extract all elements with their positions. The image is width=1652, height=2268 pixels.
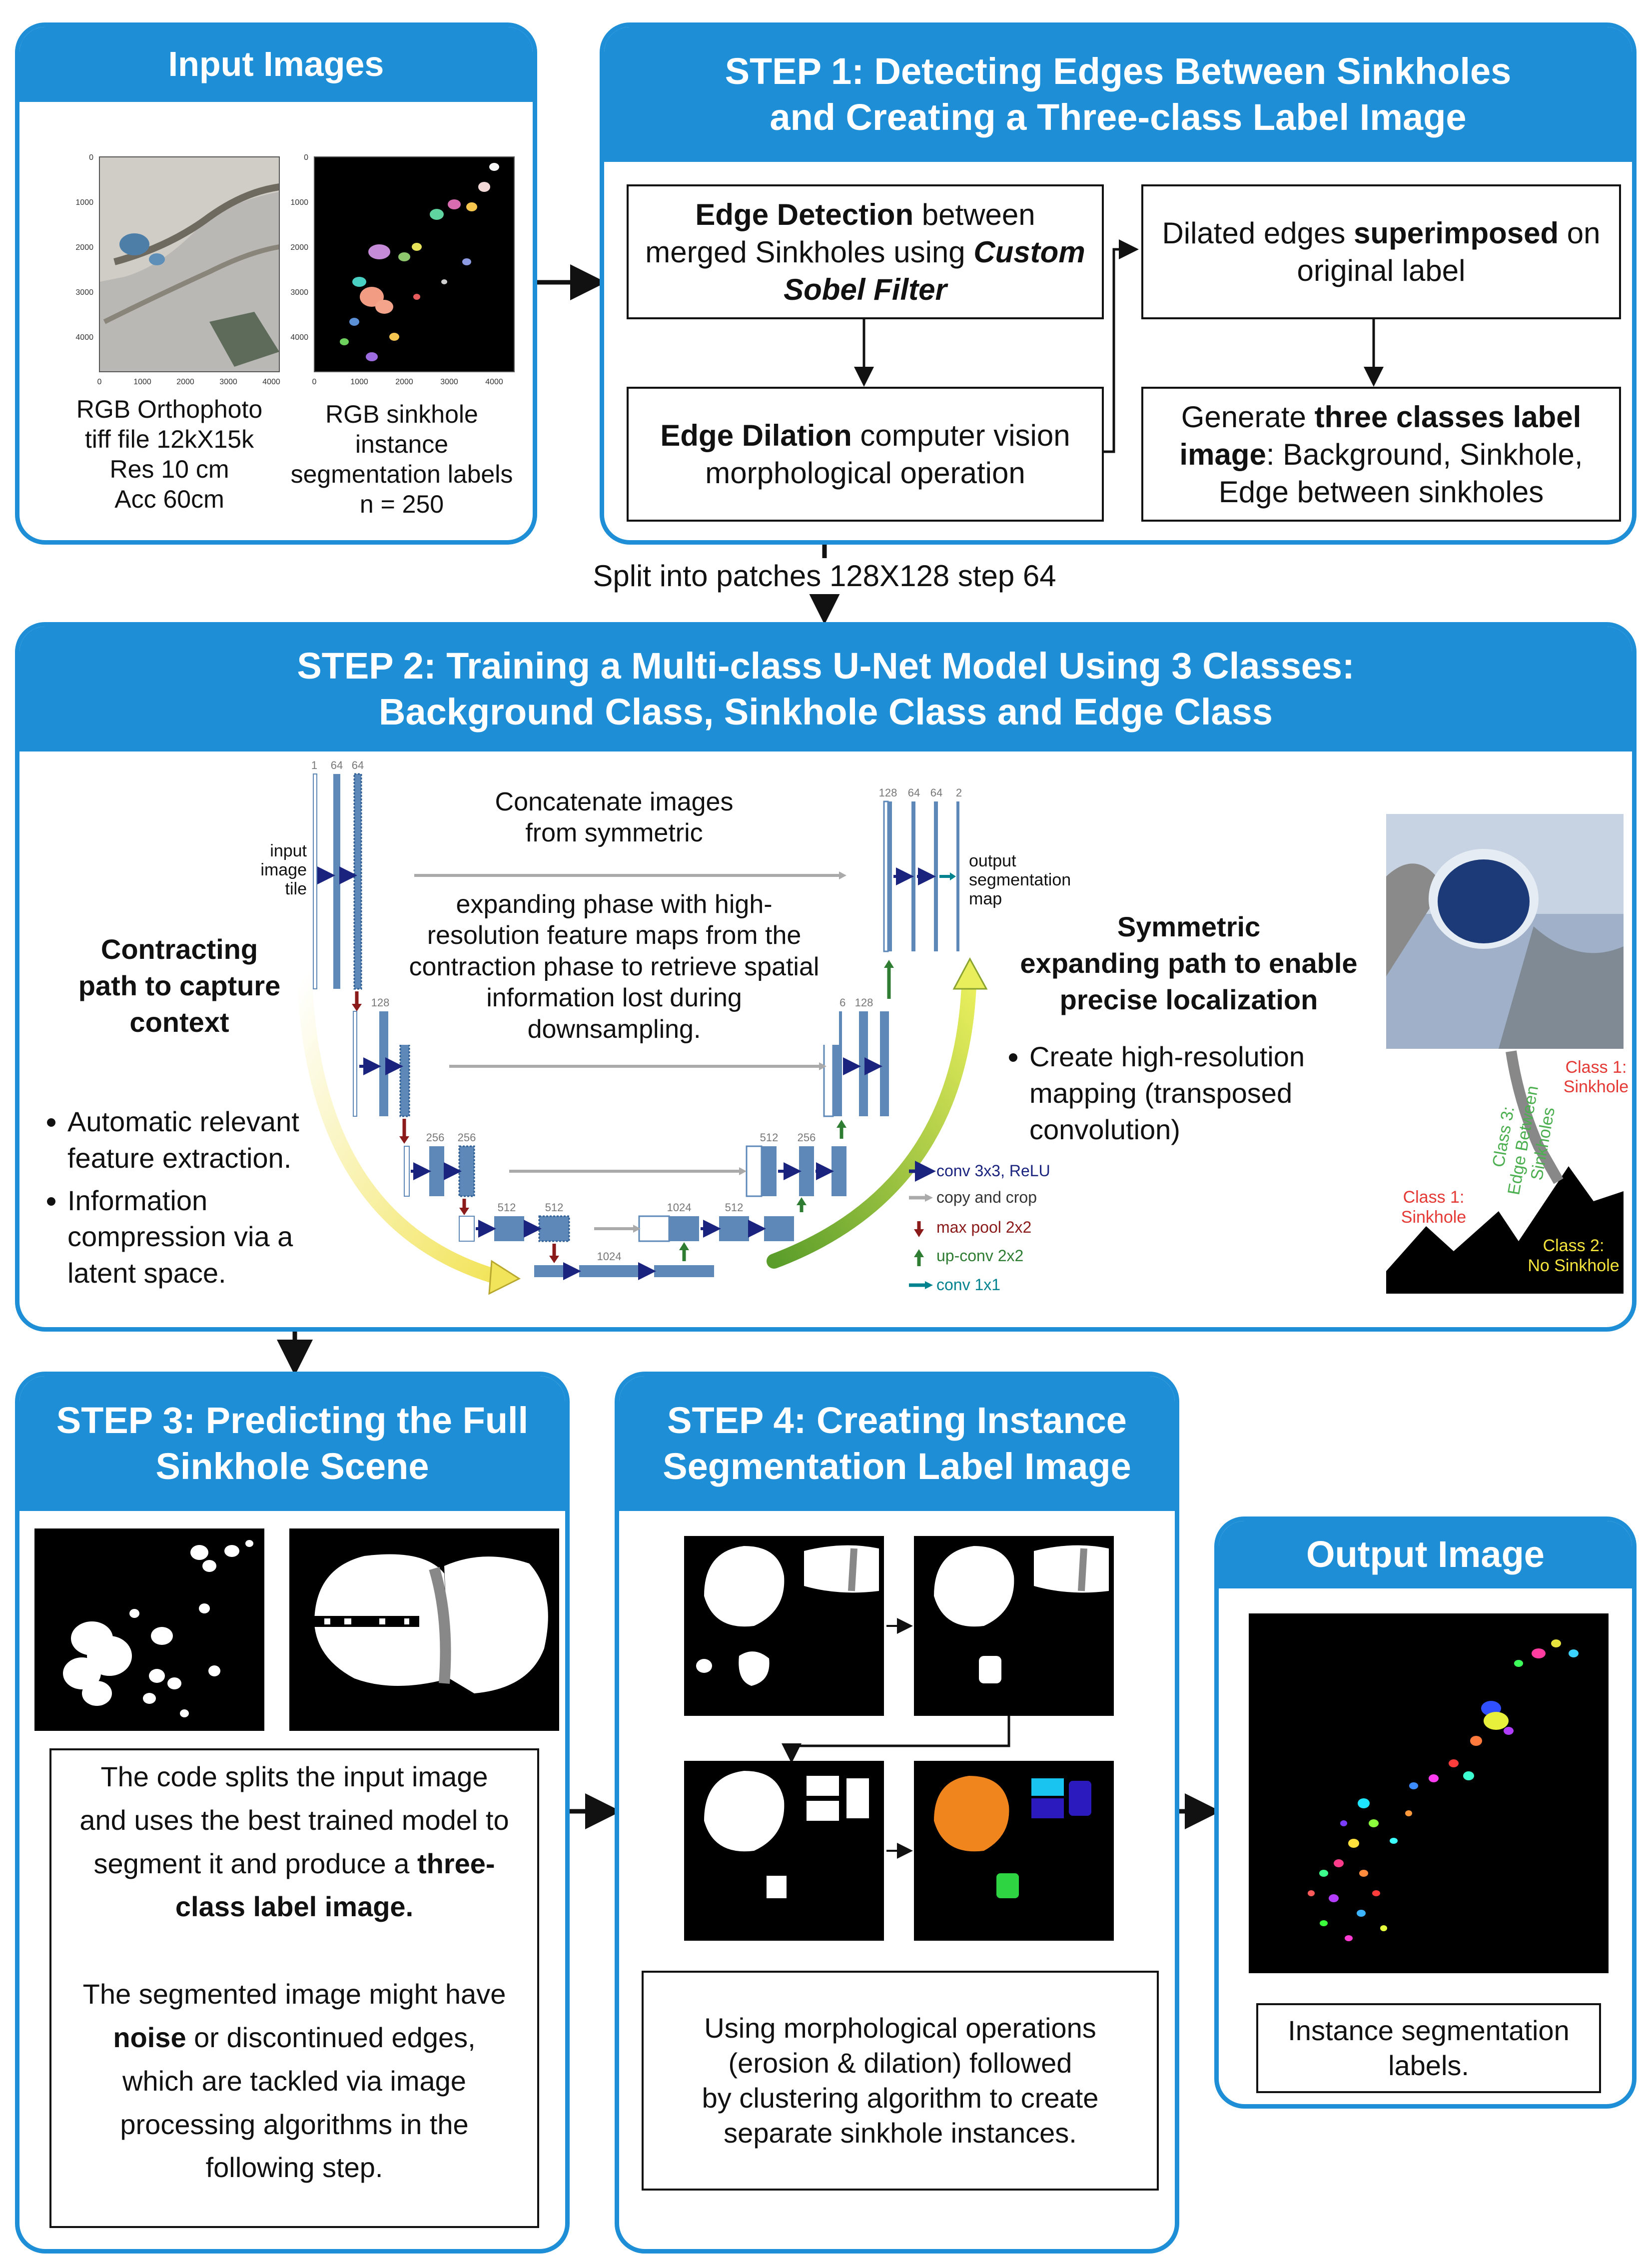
svg-text:0: 0 xyxy=(89,153,93,162)
svg-text:3000: 3000 xyxy=(290,288,308,297)
edge-dilation-box: Edge Dilation computer vision morphologi… xyxy=(627,387,1104,522)
svg-text:2000: 2000 xyxy=(176,378,194,386)
svg-text:3000: 3000 xyxy=(440,378,458,386)
orthophoto-plot xyxy=(99,156,280,372)
generate-labels-box: Generate three classes label image: Back… xyxy=(1141,387,1621,522)
svg-text:1024: 1024 xyxy=(597,1250,622,1263)
svg-text:0: 0 xyxy=(97,378,102,386)
step2-title: STEP 2: Training a Multi-class U-Net Mod… xyxy=(19,627,1632,752)
expanding-curve-arrow xyxy=(767,979,976,1269)
svg-text:1000: 1000 xyxy=(350,378,368,386)
svg-text:512: 512 xyxy=(545,1201,564,1214)
step3-text-box: The code splits the input image and uses… xyxy=(49,1748,539,2228)
svg-text:64: 64 xyxy=(352,759,364,771)
svg-text:output: output xyxy=(969,851,1016,870)
svg-text:128: 128 xyxy=(879,786,897,799)
svg-text:conv 1x1: conv 1x1 xyxy=(936,1276,1000,1294)
svg-text:1000: 1000 xyxy=(75,198,93,207)
svg-text:1000: 1000 xyxy=(133,378,151,386)
svg-text:Class 1:: Class 1: xyxy=(1566,1058,1627,1077)
svg-text:map: map xyxy=(969,889,1002,908)
step4-text-box: Using morphological operations (erosion … xyxy=(642,1971,1159,2191)
svg-text:1: 1 xyxy=(311,759,317,771)
svg-text:64: 64 xyxy=(930,786,942,799)
svg-text:3000: 3000 xyxy=(219,378,237,386)
svg-text:2000: 2000 xyxy=(290,243,308,252)
svg-text:512: 512 xyxy=(760,1131,779,1144)
step4-title: STEP 4: Creating Instance Segmentation L… xyxy=(619,1376,1175,1511)
svg-text:0: 0 xyxy=(304,153,308,162)
svg-text:2000: 2000 xyxy=(395,378,413,386)
svg-text:Class 1:: Class 1: xyxy=(1403,1188,1465,1207)
svg-text:2: 2 xyxy=(956,786,962,799)
step3-predictions xyxy=(34,1528,559,1731)
svg-text:512: 512 xyxy=(498,1201,516,1214)
svg-text:128: 128 xyxy=(371,996,390,1009)
svg-text:128: 128 xyxy=(855,996,873,1009)
svg-text:image: image xyxy=(260,860,307,879)
svg-text:max pool 2x2: max pool 2x2 xyxy=(936,1218,1031,1236)
svg-text:copy and crop: copy and crop xyxy=(936,1188,1037,1206)
svg-text:256: 256 xyxy=(458,1131,476,1144)
step3-panel: STEP 3: Predicting the Full Sinkhole Sce… xyxy=(15,1372,570,2254)
svg-text:conv 3x3, ReLU: conv 3x3, ReLU xyxy=(936,1162,1050,1180)
svg-text:No Sinkhole: No Sinkhole xyxy=(1528,1256,1619,1275)
expanding-phase-text: expanding phase with high- resolution fe… xyxy=(389,889,839,1045)
expanding-heading: Symmetric expanding path to enable preci… xyxy=(1020,911,1358,1015)
labels-caption: RGB sinkhole instance segmentation label… xyxy=(290,400,513,518)
svg-text:4000: 4000 xyxy=(485,378,503,386)
unet-legend: conv 3x3, ReLU copy and crop max pool 2x… xyxy=(909,1161,1050,1294)
svg-text:4000: 4000 xyxy=(262,378,280,386)
svg-text:512: 512 xyxy=(725,1201,744,1214)
instance-labels-plot xyxy=(314,156,515,372)
step1-title: STEP 1: Detecting Edges Between Sinkhole… xyxy=(604,27,1632,162)
split-patches-label: Split into patches 128X128 step 64 xyxy=(550,558,1099,594)
output-instance-image xyxy=(1249,1613,1609,1973)
svg-text:0: 0 xyxy=(312,378,317,386)
svg-text:4000: 4000 xyxy=(75,333,93,342)
step1-panel: STEP 1: Detecting Edges Between Sinkhole… xyxy=(600,22,1637,545)
svg-text:64: 64 xyxy=(908,786,920,799)
contracting-bullets: Automatic relevant feature extraction. I… xyxy=(39,1104,362,1298)
svg-text:up-conv 2x2: up-conv 2x2 xyxy=(936,1247,1023,1265)
output-title: Output Image xyxy=(1219,1521,1632,1588)
svg-text:input: input xyxy=(270,841,307,860)
svg-text:1000: 1000 xyxy=(290,198,308,207)
dilated-edges-box: Dilated edges superimposed on original l… xyxy=(1141,184,1621,319)
contracting-heading: Contracting path to capture context xyxy=(78,933,281,1038)
input-images-title: Input Images xyxy=(19,27,533,102)
expanding-bullets: Create high-resolution mapping (transpos… xyxy=(1001,1039,1374,1154)
contracting-curve-arrow xyxy=(297,969,502,1284)
svg-text:256: 256 xyxy=(426,1131,445,1144)
concatenate-text: Concatenate images from symmetric xyxy=(495,787,734,848)
step2-panel: STEP 2: Training a Multi-class U-Net Mod… xyxy=(15,622,1637,1332)
class-example-image xyxy=(1386,814,1624,1294)
svg-text:4000: 4000 xyxy=(290,333,308,342)
svg-text:2000: 2000 xyxy=(75,243,93,252)
edge-detection-box: Edge Detection between merged Sinkholes … xyxy=(627,184,1104,319)
step4-panel: STEP 4: Creating Instance Segmentation L… xyxy=(615,1372,1179,2254)
svg-text:256: 256 xyxy=(798,1131,816,1144)
step3-title: STEP 3: Predicting the Full Sinkhole Sce… xyxy=(19,1376,565,1511)
svg-text:3000: 3000 xyxy=(75,288,93,297)
output-caption-box: Instance segmentation labels. xyxy=(1256,2003,1601,2093)
svg-text:64: 64 xyxy=(331,759,343,771)
svg-text:Sinkhole: Sinkhole xyxy=(1564,1077,1629,1096)
svg-text:Class 2:: Class 2: xyxy=(1543,1236,1605,1255)
input-images-panel: Input Images xyxy=(15,22,537,545)
input-thumbnails: 0 1000 2000 3000 4000 0 1000 2000 3000 4… xyxy=(75,153,515,386)
step4-sequence xyxy=(684,1536,1114,1941)
svg-text:segmentation: segmentation xyxy=(969,870,1071,889)
svg-text:Sinkhole: Sinkhole xyxy=(1401,1208,1466,1227)
svg-text:tile: tile xyxy=(285,879,307,898)
orthophoto-caption: RGB Orthophoto tiff file 12kX15k Res 10 … xyxy=(76,395,263,513)
output-panel: Output Image Instance segmentation label… xyxy=(1214,1516,1637,2109)
svg-text:1024: 1024 xyxy=(667,1201,692,1214)
